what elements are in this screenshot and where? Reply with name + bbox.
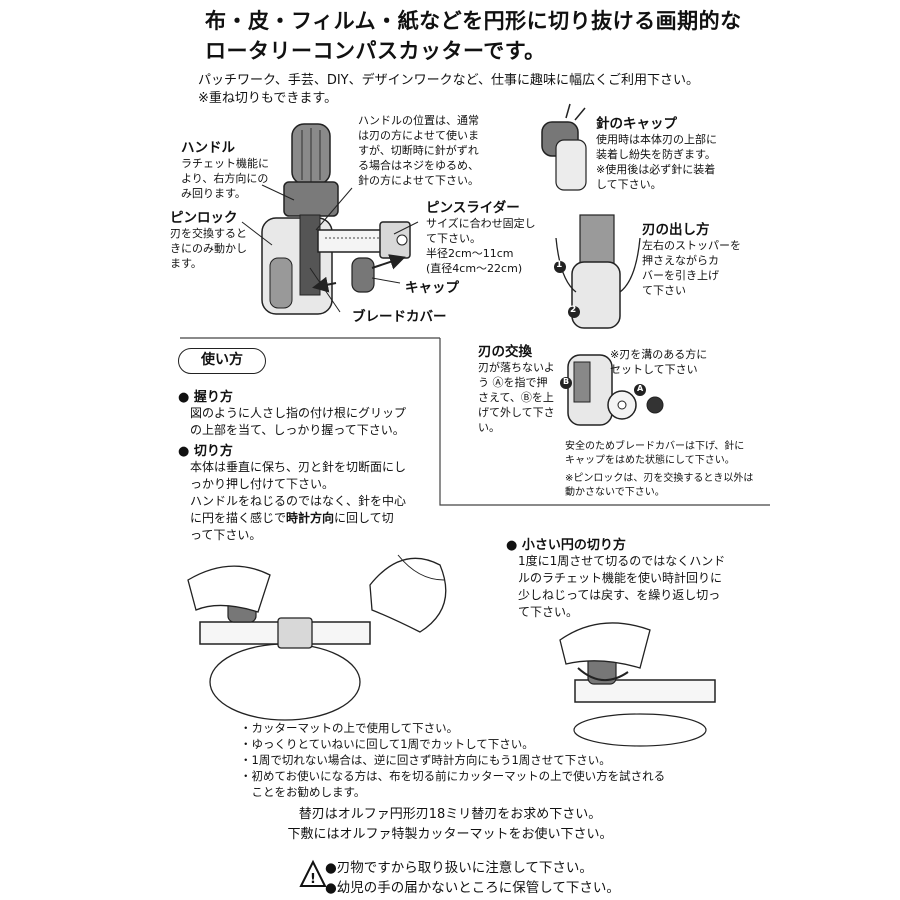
- cut-bold-text: 時計方向: [286, 511, 335, 525]
- grip-title-text: 握り方: [193, 390, 233, 405]
- marker-b: B: [563, 377, 570, 386]
- small-circle-section: ● 小さい円の切り方 1度に1周させて切るのではなくハンド ルのラチェット機能を…: [506, 534, 725, 621]
- replacement-line-2: 下敷にはオルファ特製カッターマットをお使い下さい。: [287, 827, 613, 842]
- note-item: ・カッターマットの上で使用して下さい。: [240, 721, 459, 735]
- note-item: ・1周で切れない場合は、逆に回さず時計方向にもう1周させて下さい。: [240, 753, 611, 767]
- marker-a: A: [637, 384, 644, 393]
- handle-desc: ラチェット機能に より、右方向にの み回ります。: [181, 157, 269, 200]
- step-1-marker: 1: [556, 260, 563, 270]
- title-line-2: ロータリーコンパスカッターです。: [205, 39, 546, 63]
- blade-out-desc: 左右のストッパーを 押さえながらカ バーを引き上げ て下さい: [642, 239, 741, 297]
- needle-cap-group: 針のキャップ 使用時は本体刃の上部に 装着し紛失を防ぎます。 ※使用後は必ず針に…: [596, 112, 717, 192]
- small-circle-desc: 1度に1周させて切るのではなくハンド ルのラチェット機能を使い時計回りに 少しね…: [518, 554, 726, 619]
- handle-label-group: ハンドル ラチェット機能に より、右方向にの み回ります。: [181, 136, 269, 201]
- handle-position-note: ハンドルの位置は、通常 は刃の方によせて使いま すが、切断時に針がずれ る場合は…: [358, 114, 479, 187]
- cut-desc-text-2: に回して切 って下さい。: [190, 511, 394, 542]
- replacement-info: 替刃はオルファ円形刃18ミリ替刃をお求め下さい。 下敷にはオルファ特製カッターマ…: [0, 805, 900, 845]
- cut-desc: 本体は垂直に保ち、刃と針を切断面にし っかり押し付けて下さい。 ハンドルをねじる…: [178, 459, 406, 544]
- cap-label: キャップ: [405, 280, 459, 296]
- small-circle-title-text: 小さい円の切り方: [521, 538, 626, 553]
- pinlock-desc: 刃を交換すると きにのみ動かし ます。: [170, 227, 247, 270]
- blade-cover-label: ブレードカバー: [352, 309, 447, 325]
- cut-title: ● 切り方: [178, 444, 233, 459]
- needle-cap-desc: 使用時は本体刃の上部に 装着し紛失を防ぎます。 ※使用後は必ず針に装着 して下さ…: [596, 133, 717, 191]
- intro-text: パッチワーク、手芸、DIY、デザインワークなど、仕事に趣味に幅広くご利用下さい。…: [198, 72, 699, 108]
- step-2-marker: 2: [570, 305, 577, 315]
- pinslider-desc: サイズに合わせ固定し て下さい。 半径2cm～11cm (直径4cm～22cm): [426, 217, 536, 275]
- blade-change-desc: 刃が落ちないよ う Ⓐを指で押 さえて、Ⓑを上 げて外して下さ い。: [478, 361, 555, 434]
- pinslider-title: ピンスライダー: [426, 200, 520, 216]
- blade-out-title: 刃の出し方: [642, 222, 710, 238]
- blade-change-set-note: ※刃を溝のある方に セットして下さい: [610, 348, 708, 376]
- pinlock-label-group: ピンロック 刃を交換すると きにのみ動かし ます。: [170, 206, 247, 271]
- grip-section: ● 握り方 図のように人さし指の付け根にグリップ の上部を当て、しっかり握って下…: [178, 386, 406, 439]
- replacement-line-1: 替刃はオルファ円形刃18ミリ替刃をお求め下さい。: [298, 807, 602, 822]
- cut-section: ● 切り方 本体は垂直に保ち、刃と針を切断面にし っかり押し付けて下さい。 ハン…: [178, 440, 406, 544]
- pinlock-caution: ※ピンロックは、刃を交換するとき以外は 動かさないで下さい。: [565, 473, 754, 498]
- blade-change-safety: 安全のためブレードカバーは下げ、針に キャップをはめた状態にして下さい。: [565, 441, 745, 466]
- needle-cap-title: 針のキャップ: [596, 116, 677, 132]
- cut-desc-text: 本体は垂直に保ち、刃と針を切断面にし っかり押し付けて下さい。 ハンドルをねじる…: [190, 460, 407, 525]
- usage-notes: ・カッターマットの上で使用して下さい。 ・ゆっくりとていねいに回して1周でカット…: [240, 720, 665, 800]
- grip-title: ● 握り方: [178, 390, 233, 405]
- blade-out-group: 刃の出し方 左右のストッパーを 押さえながらカ バーを引き上げ て下さい: [642, 218, 741, 298]
- page-title: 布・皮・フィルム・紙などを円形に切り抜ける画期的な ロータリーコンパスカッターで…: [205, 6, 742, 66]
- howto-heading: 使い方: [178, 348, 266, 374]
- pinlock-title: ピンロック: [170, 210, 238, 226]
- pinslider-label-group: ピンスライダー サイズに合わせ固定し て下さい。 半径2cm～11cm (直径4…: [426, 196, 536, 276]
- intro-line-2: ※重ね切りもできます。: [198, 91, 338, 106]
- title-line-1: 布・皮・フィルム・紙などを円形に切り抜ける画期的な: [205, 9, 742, 33]
- svg-text:!: !: [310, 872, 316, 887]
- cut-title-text: 切り方: [193, 444, 233, 459]
- warning-line-1: ●刃物ですから取り扱いに注意して下さい。: [325, 860, 593, 876]
- blade-change-group: 刃の交換 刃が落ちないよ う Ⓐを指で押 さえて、Ⓑを上 げて外して下さ い。: [478, 340, 555, 435]
- note-item: ・初めてお使いになる方は、布を切る前にカッターマットの上で使い方を試される こと…: [240, 769, 666, 799]
- note-item: ・ゆっくりとていねいに回して1周でカットして下さい。: [240, 737, 534, 751]
- blade-change-title: 刃の交換: [478, 344, 532, 360]
- warnings: ●刃物ですから取り扱いに注意して下さい。 ●幼児の手の届かないところに保管して下…: [325, 858, 620, 898]
- grip-desc: 図のように人さし指の付け根にグリップ の上部を当て、しっかり握って下さい。: [190, 406, 407, 437]
- warning-line-2: ●幼児の手の届かないところに保管して下さい。: [325, 880, 620, 896]
- intro-line-1: パッチワーク、手芸、DIY、デザインワークなど、仕事に趣味に幅広くご利用下さい。: [198, 73, 699, 88]
- handle-title: ハンドル: [181, 140, 235, 156]
- small-circle-title: ● 小さい円の切り方: [506, 538, 626, 553]
